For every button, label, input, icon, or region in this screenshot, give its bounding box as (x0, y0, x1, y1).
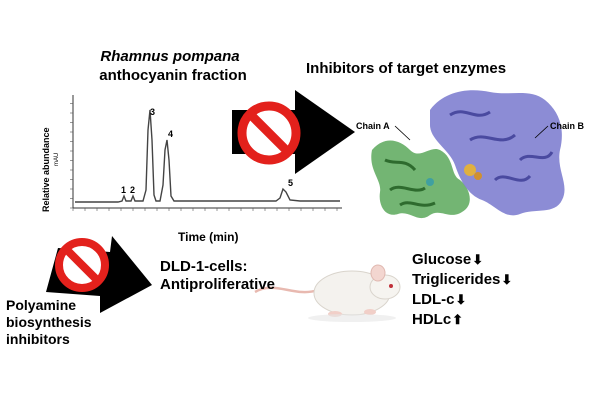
mouse-illustration (254, 264, 401, 322)
mouse-shadow (308, 314, 396, 322)
prohibition-slash (64, 247, 100, 283)
chain-a-helices (384, 158, 436, 207)
effect-glucose: Glucose⬇ (412, 250, 512, 270)
mouse-foot (364, 309, 376, 315)
effect-label: HDLc (412, 311, 452, 328)
peak-label-3: 3 (150, 107, 155, 117)
arrow-down-icon: ⬇ (455, 292, 467, 307)
effect-label: Glucose (412, 251, 472, 268)
peak-label-2: 2 (130, 185, 135, 195)
mouse-ear (370, 264, 386, 282)
effect-label: LDL-c (412, 291, 455, 308)
polyamine-line-1: Polyamine (6, 297, 77, 313)
effect-label: Triglicerides (412, 271, 501, 288)
x-ticks (72, 208, 338, 211)
chromatogram-trace (75, 109, 340, 203)
polyamine-line-2: biosynthesis (6, 314, 92, 330)
polyamine-line-3: inhibitors (6, 331, 70, 347)
peak-label-1: 1 (121, 185, 126, 195)
enzyme-inhibition-arrow (232, 90, 355, 174)
x-axis-label: Time (min) (178, 230, 238, 244)
peak-label-5: 5 (288, 178, 293, 188)
chain-b-ribbon (430, 90, 565, 216)
chain-b-label: Chain B (550, 121, 585, 131)
cell-effect-label: Antiproliferative (160, 276, 276, 293)
arrow-down-icon: ⬇ (501, 272, 513, 287)
y-ticks (70, 103, 73, 209)
effect-ldl: LDL-c⬇ (412, 290, 512, 310)
chain-a-label: Chain A (356, 121, 390, 131)
arrow-down-icon: ⬇ (472, 252, 484, 267)
mouse-tail (254, 286, 319, 294)
chain-b-helices (449, 110, 554, 182)
cell-panel: DLD-1-cells: Antiproliferative (160, 258, 275, 294)
effect-triglicerides: Triglicerides⬇ (412, 270, 512, 290)
ligand-site (464, 164, 476, 176)
mouse-eye (389, 284, 393, 288)
metabolic-effects-list: Glucose⬇ Triglicerides⬇ LDL-c⬇ HDLc⬆ (412, 250, 512, 330)
polyamine-panel: Polyamine biosynthesis inhibitors (6, 297, 92, 348)
chain-a-pointer (394, 125, 411, 141)
polyamine-inhibition-arrow (46, 236, 152, 313)
protein-structure (371, 90, 565, 219)
peak-label-4: 4 (168, 129, 173, 139)
chromatogram: 1 2 3 4 5 Relative abundance mAU Time (m… (41, 95, 342, 244)
y-axis-label: Relative abundance (41, 127, 51, 212)
prohibition-slash (247, 111, 291, 155)
ligand-site (474, 172, 482, 180)
y-axis-unit: mAU (54, 153, 60, 166)
enzyme-panel-title: Inhibitors of target enzymes (306, 60, 507, 77)
cell-line-label: DLD-1-cells: (160, 258, 248, 275)
chain-a-ribbon (371, 140, 470, 219)
chain-b-pointer (534, 125, 549, 139)
ligand-site (426, 178, 434, 186)
species-name: Rhamnus pompana (100, 48, 240, 65)
fraction-title: anthocyanin fraction (99, 67, 247, 84)
effect-hdl: HDLc⬆ (412, 310, 512, 330)
arrow-up-icon: ⬆ (452, 312, 464, 327)
